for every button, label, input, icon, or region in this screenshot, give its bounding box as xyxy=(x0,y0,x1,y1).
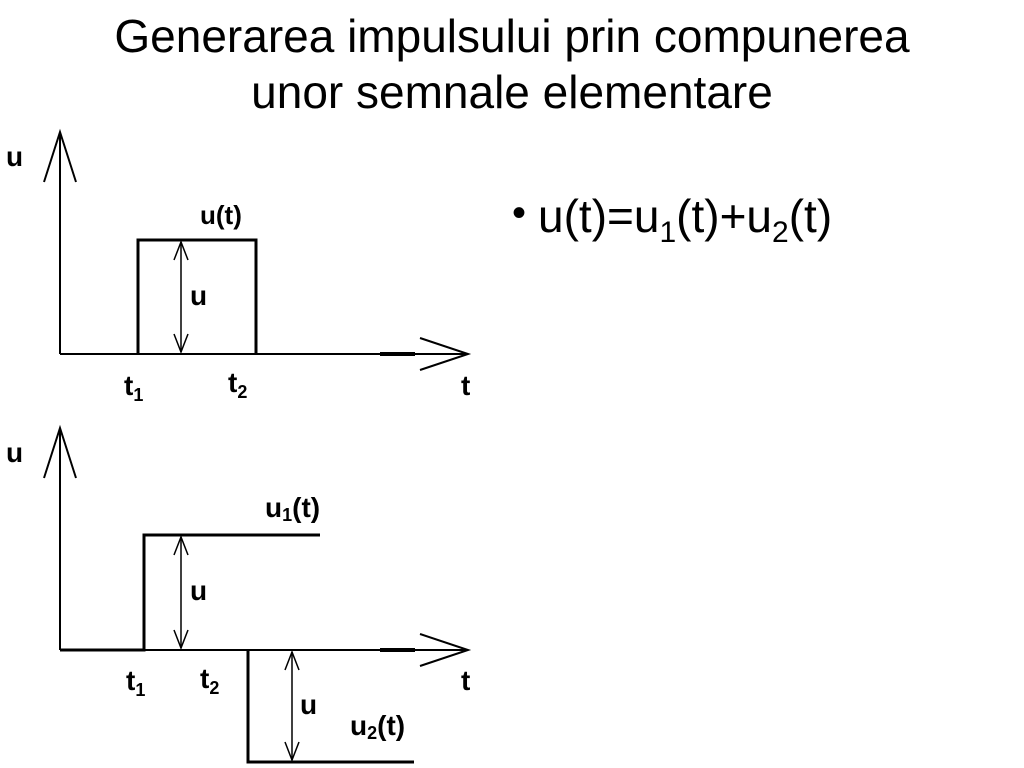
slide-title-line-1: Generarea impulsului prin compunerea xyxy=(114,10,910,62)
formula-prefix: u(t)=u xyxy=(538,190,660,242)
formula-middle: (t)+u xyxy=(676,190,773,242)
top-amplitude-arrowhead-down-icon xyxy=(173,333,189,355)
bottom-upper-arrowhead-up-icon xyxy=(173,534,189,556)
top-y-arrow-icon xyxy=(43,128,77,183)
u2-signal-label: u2(t) xyxy=(350,710,405,743)
bottom-y-axis-label: u xyxy=(6,437,23,468)
top-x-axis-label: t xyxy=(461,370,470,401)
bottom-x-axis-label: t xyxy=(461,665,470,696)
u1-signal-label: u1(t) xyxy=(265,492,320,525)
u1-step-trace xyxy=(60,533,320,652)
slide-title: Generarea impulsului prin compunerea uno… xyxy=(0,8,1024,120)
formula-suffix: (t) xyxy=(788,190,833,242)
bottom-x-arrow-icon xyxy=(419,633,472,667)
top-amplitude-arrowhead-up-icon xyxy=(173,239,189,261)
top-y-axis-label: u xyxy=(6,141,23,172)
top-diagram: u t u(t) u t1 t2 xyxy=(6,128,472,405)
bottom-upper-arrowhead-down-icon xyxy=(173,629,189,651)
top-amplitude-label: u xyxy=(190,280,207,311)
pulse-signal-label: u(t) xyxy=(200,200,242,230)
pulse-signal-trace xyxy=(136,238,258,354)
bottom-t1-label: t1 xyxy=(126,665,145,700)
slide-title-line-2: unor semnale elementare xyxy=(251,66,773,118)
formula-bullet: •u(t)=u1(t)+u2(t) xyxy=(512,185,833,248)
formula-sub-1: 1 xyxy=(659,216,677,249)
bottom-t2-label: t2 xyxy=(200,663,219,698)
bottom-lower-arrowhead-up-icon xyxy=(284,649,300,671)
formula-sub-2: 2 xyxy=(772,216,789,249)
bottom-lower-arrowhead-down-icon xyxy=(284,741,300,763)
bottom-upper-amplitude-label: u xyxy=(190,575,207,606)
top-x-arrow-icon xyxy=(419,337,472,371)
bottom-lower-amplitude-label: u xyxy=(300,689,317,720)
u2-step-trace xyxy=(246,650,414,764)
bottom-diagram: u t u1(t) u2(t) u u t1 t2 xyxy=(6,424,472,764)
top-t1-label: t1 xyxy=(124,370,143,405)
top-t2-label: t2 xyxy=(228,367,247,402)
bottom-y-arrow-icon xyxy=(43,424,77,479)
bullet-dot-icon: • xyxy=(512,191,527,235)
